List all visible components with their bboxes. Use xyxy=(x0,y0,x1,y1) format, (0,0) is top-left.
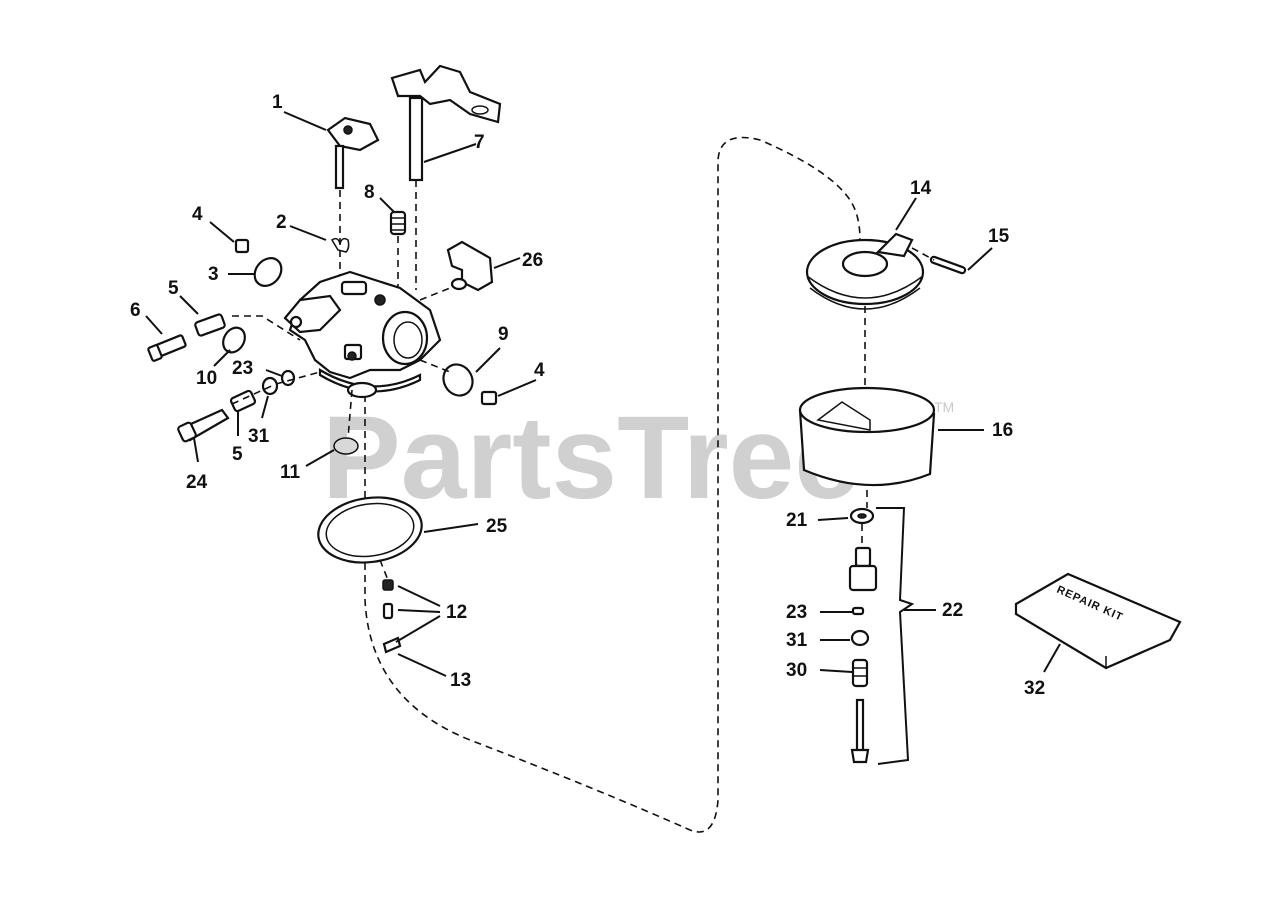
dash-11 xyxy=(347,389,353,439)
callout-7: 7 xyxy=(474,132,485,153)
part-2-spring[interactable] xyxy=(330,237,350,253)
callout-23-lower: 23 xyxy=(786,602,807,623)
callout-9: 9 xyxy=(498,324,509,345)
dash-9 xyxy=(419,359,451,373)
callout-4-lower: 4 xyxy=(534,360,545,381)
callout-23-upper: 23 xyxy=(232,358,253,379)
callout-32: 32 xyxy=(1024,678,1045,699)
callout-30: 30 xyxy=(786,660,807,681)
callout-1: 1 xyxy=(272,92,283,113)
dashed-assembly-loop xyxy=(364,136,861,833)
callout-16: 16 xyxy=(992,420,1013,441)
part-4-screw-lower[interactable] xyxy=(480,390,498,406)
callout-22: 22 xyxy=(942,600,963,621)
part-9-plate[interactable] xyxy=(438,359,478,401)
callout-14: 14 xyxy=(910,178,932,199)
dash-25 xyxy=(379,559,389,581)
callout-4-upper: 4 xyxy=(192,204,203,225)
dash-5-upper xyxy=(232,315,301,341)
dash-24 xyxy=(231,371,321,405)
part-5-spring-lower[interactable] xyxy=(229,389,257,413)
callout-11: 11 xyxy=(280,462,301,483)
callout-31-upper: 31 xyxy=(248,426,270,447)
part-14-float[interactable] xyxy=(805,232,925,310)
callout-26: 26 xyxy=(522,250,543,271)
callout-10: 10 xyxy=(196,368,217,389)
callout-25: 25 xyxy=(486,516,508,537)
callout-5-upper: 5 xyxy=(168,278,179,299)
watermark: PartsTree xyxy=(322,392,860,524)
part-23-washer-upper[interactable] xyxy=(280,369,296,387)
part-15-hinge-pin[interactable] xyxy=(929,255,967,275)
callout-12: 12 xyxy=(446,602,467,623)
leader-lines xyxy=(145,111,1061,677)
part-6-needle-screw[interactable] xyxy=(147,334,187,362)
part-32-repair-kit[interactable]: REPAIR KIT xyxy=(1014,572,1182,670)
part-12-pins[interactable] xyxy=(382,579,394,620)
carburetor-body[interactable] xyxy=(283,270,442,399)
watermark-trademark: TM xyxy=(934,399,954,415)
callout-5-lower: 5 xyxy=(232,444,243,465)
part-22-seat-assembly[interactable] xyxy=(848,546,878,764)
part-4-screw-upper[interactable] xyxy=(234,238,250,254)
part-25-gasket[interactable] xyxy=(314,491,426,569)
part-5-spring-upper[interactable] xyxy=(194,313,226,337)
dash-15 xyxy=(911,247,935,261)
part-7-throttle-lever[interactable] xyxy=(390,64,502,182)
part-11-float[interactable] xyxy=(333,437,359,455)
callout-15: 15 xyxy=(988,226,1010,247)
callout-21: 21 xyxy=(786,510,808,531)
part-24-needle-valve[interactable] xyxy=(177,408,230,443)
callout-31-lower: 31 xyxy=(786,630,808,651)
callout-6: 6 xyxy=(130,300,141,321)
part-8-spring[interactable] xyxy=(389,210,407,236)
callout-24: 24 xyxy=(186,472,208,493)
bracket-22 xyxy=(876,507,915,765)
callout-8: 8 xyxy=(364,182,375,203)
part-1-choke-lever[interactable] xyxy=(326,116,380,190)
callout-13: 13 xyxy=(450,670,471,691)
part-3-plate[interactable] xyxy=(249,253,287,291)
part-16-float-bowl[interactable] xyxy=(798,386,936,487)
callout-numbers: 1 7 8 2 4 3 5 6 26 9 4 10 23 31 5 24 11 … xyxy=(130,92,1045,699)
callout-2: 2 xyxy=(276,212,287,233)
callout-3: 3 xyxy=(208,264,219,285)
part-21-washer[interactable] xyxy=(849,507,875,525)
part-26-fuel-fitting[interactable] xyxy=(446,240,494,292)
dash-26 xyxy=(419,287,451,301)
